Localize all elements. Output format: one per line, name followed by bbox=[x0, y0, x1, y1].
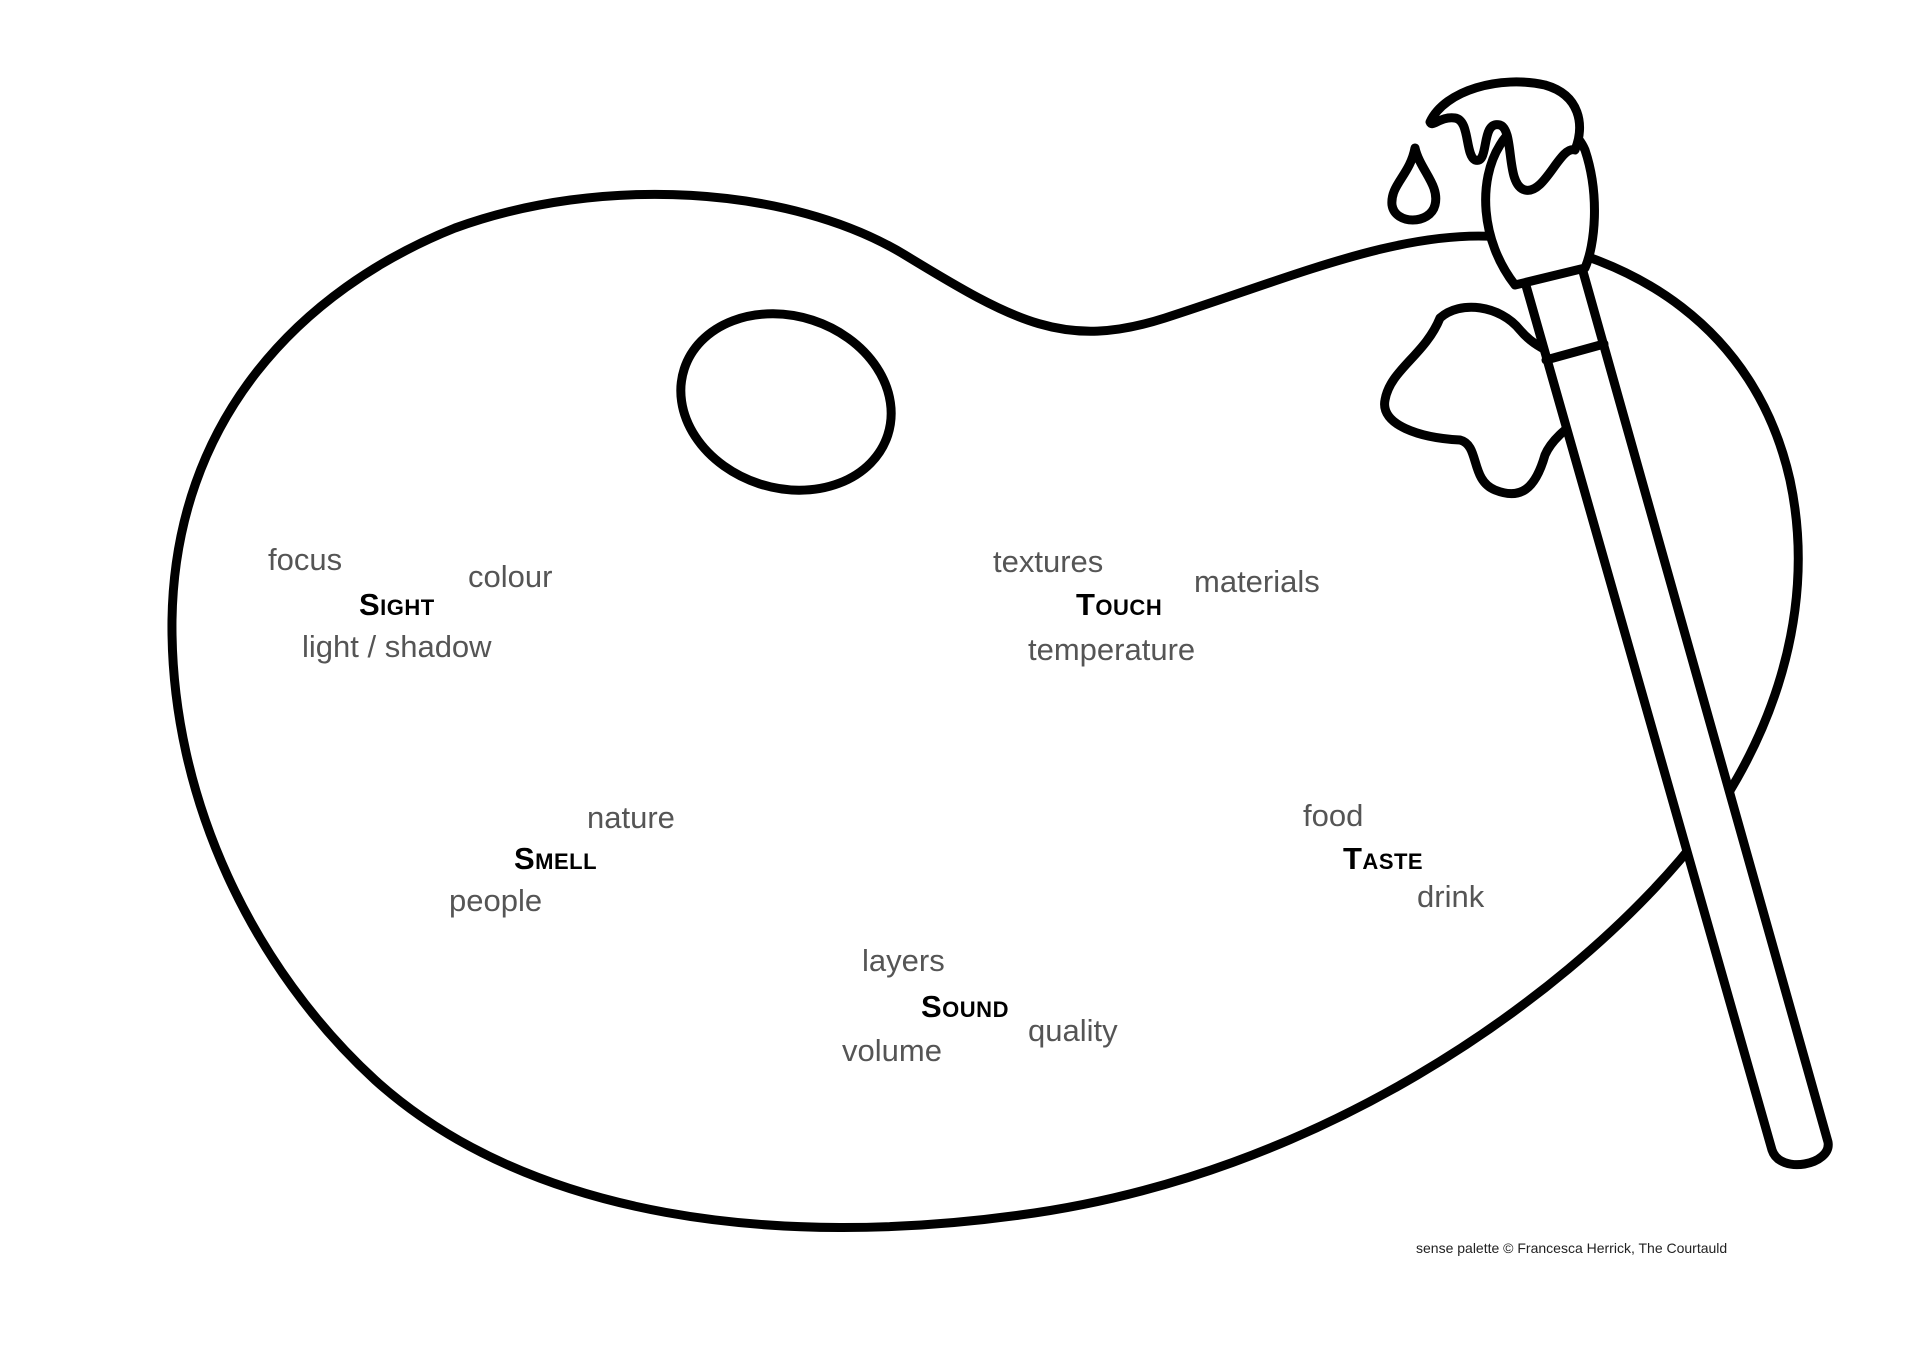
sense-label-touch: Touch bbox=[1076, 587, 1163, 622]
thumb-hole-icon bbox=[676, 309, 896, 495]
sight-word-colour: colour bbox=[468, 559, 553, 594]
sense-label-taste: Taste bbox=[1343, 841, 1424, 876]
touch-word-textures: textures bbox=[993, 544, 1104, 579]
taste-word-drink: drink bbox=[1417, 879, 1485, 914]
palette-icon bbox=[167, 189, 1803, 1232]
sense-label-sound: Sound bbox=[921, 989, 1009, 1024]
credit-text: sense palette © Francesca Herrick, The C… bbox=[1416, 1240, 1728, 1256]
smell-word-nature: nature bbox=[587, 800, 675, 835]
sense-label-smell: Smell bbox=[514, 841, 598, 876]
paintbrush-icon bbox=[1425, 77, 1833, 1169]
sound-word-quality: quality bbox=[1028, 1013, 1118, 1048]
paint-drip-icon bbox=[1387, 143, 1441, 225]
sound-word-layers: layers bbox=[862, 943, 945, 978]
touch-word-materials: materials bbox=[1194, 564, 1320, 599]
touch-word-temperature: temperature bbox=[1028, 632, 1196, 667]
taste-word-food: food bbox=[1303, 798, 1364, 833]
sight-word-focus: focus bbox=[268, 542, 343, 577]
sound-word-volume: volume bbox=[842, 1033, 942, 1068]
sight-word-light-shadow: light / shadow bbox=[302, 629, 492, 664]
sense-label-sight: Sight bbox=[359, 587, 435, 622]
smell-word-people: people bbox=[449, 883, 543, 918]
